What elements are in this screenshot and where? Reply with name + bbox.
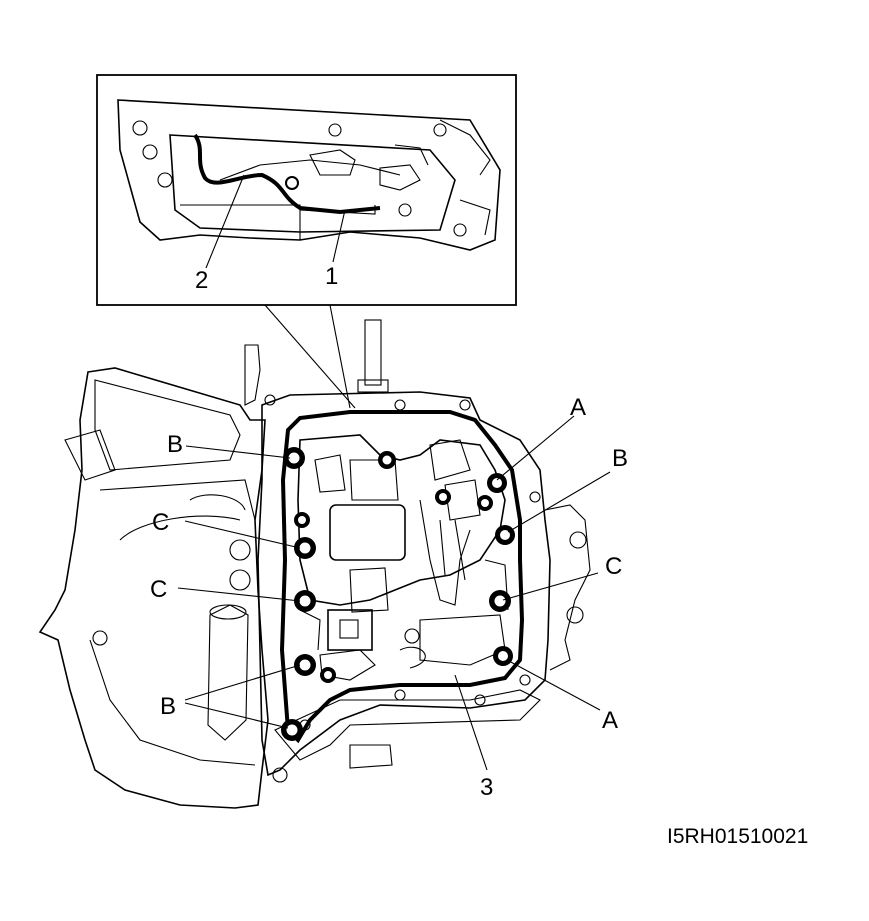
callout-2: 2	[195, 267, 208, 294]
valve-body-gasket	[279, 410, 525, 744]
callout-labels: A B C A B C C B 3	[150, 394, 628, 801]
inset-frame	[96, 74, 517, 306]
bolts-c	[294, 537, 511, 612]
callout-a-top: A	[570, 394, 586, 421]
bolts-a	[487, 473, 513, 666]
figure-id: I5RH01510021	[667, 825, 808, 848]
callout-c-left-upper: C	[152, 509, 169, 536]
transmission-body	[38, 319, 591, 809]
callout-c-right: C	[605, 553, 622, 580]
callout-b-right: B	[612, 445, 628, 472]
bolts-b	[281, 447, 515, 741]
other-bolts	[294, 451, 493, 683]
callout-a-bottom: A	[602, 707, 618, 734]
callout-1: 1	[325, 263, 338, 290]
callout-b-bottom-left: B	[160, 693, 176, 720]
wire-harness	[193, 133, 381, 215]
callout-3: 3	[480, 774, 493, 801]
connector-1	[285, 176, 299, 190]
leader-lines	[177, 415, 611, 771]
detail-inset: 2 1	[96, 74, 517, 306]
callout-c-left-lower: C	[150, 576, 167, 603]
callout-b-top-left: B	[167, 431, 183, 458]
